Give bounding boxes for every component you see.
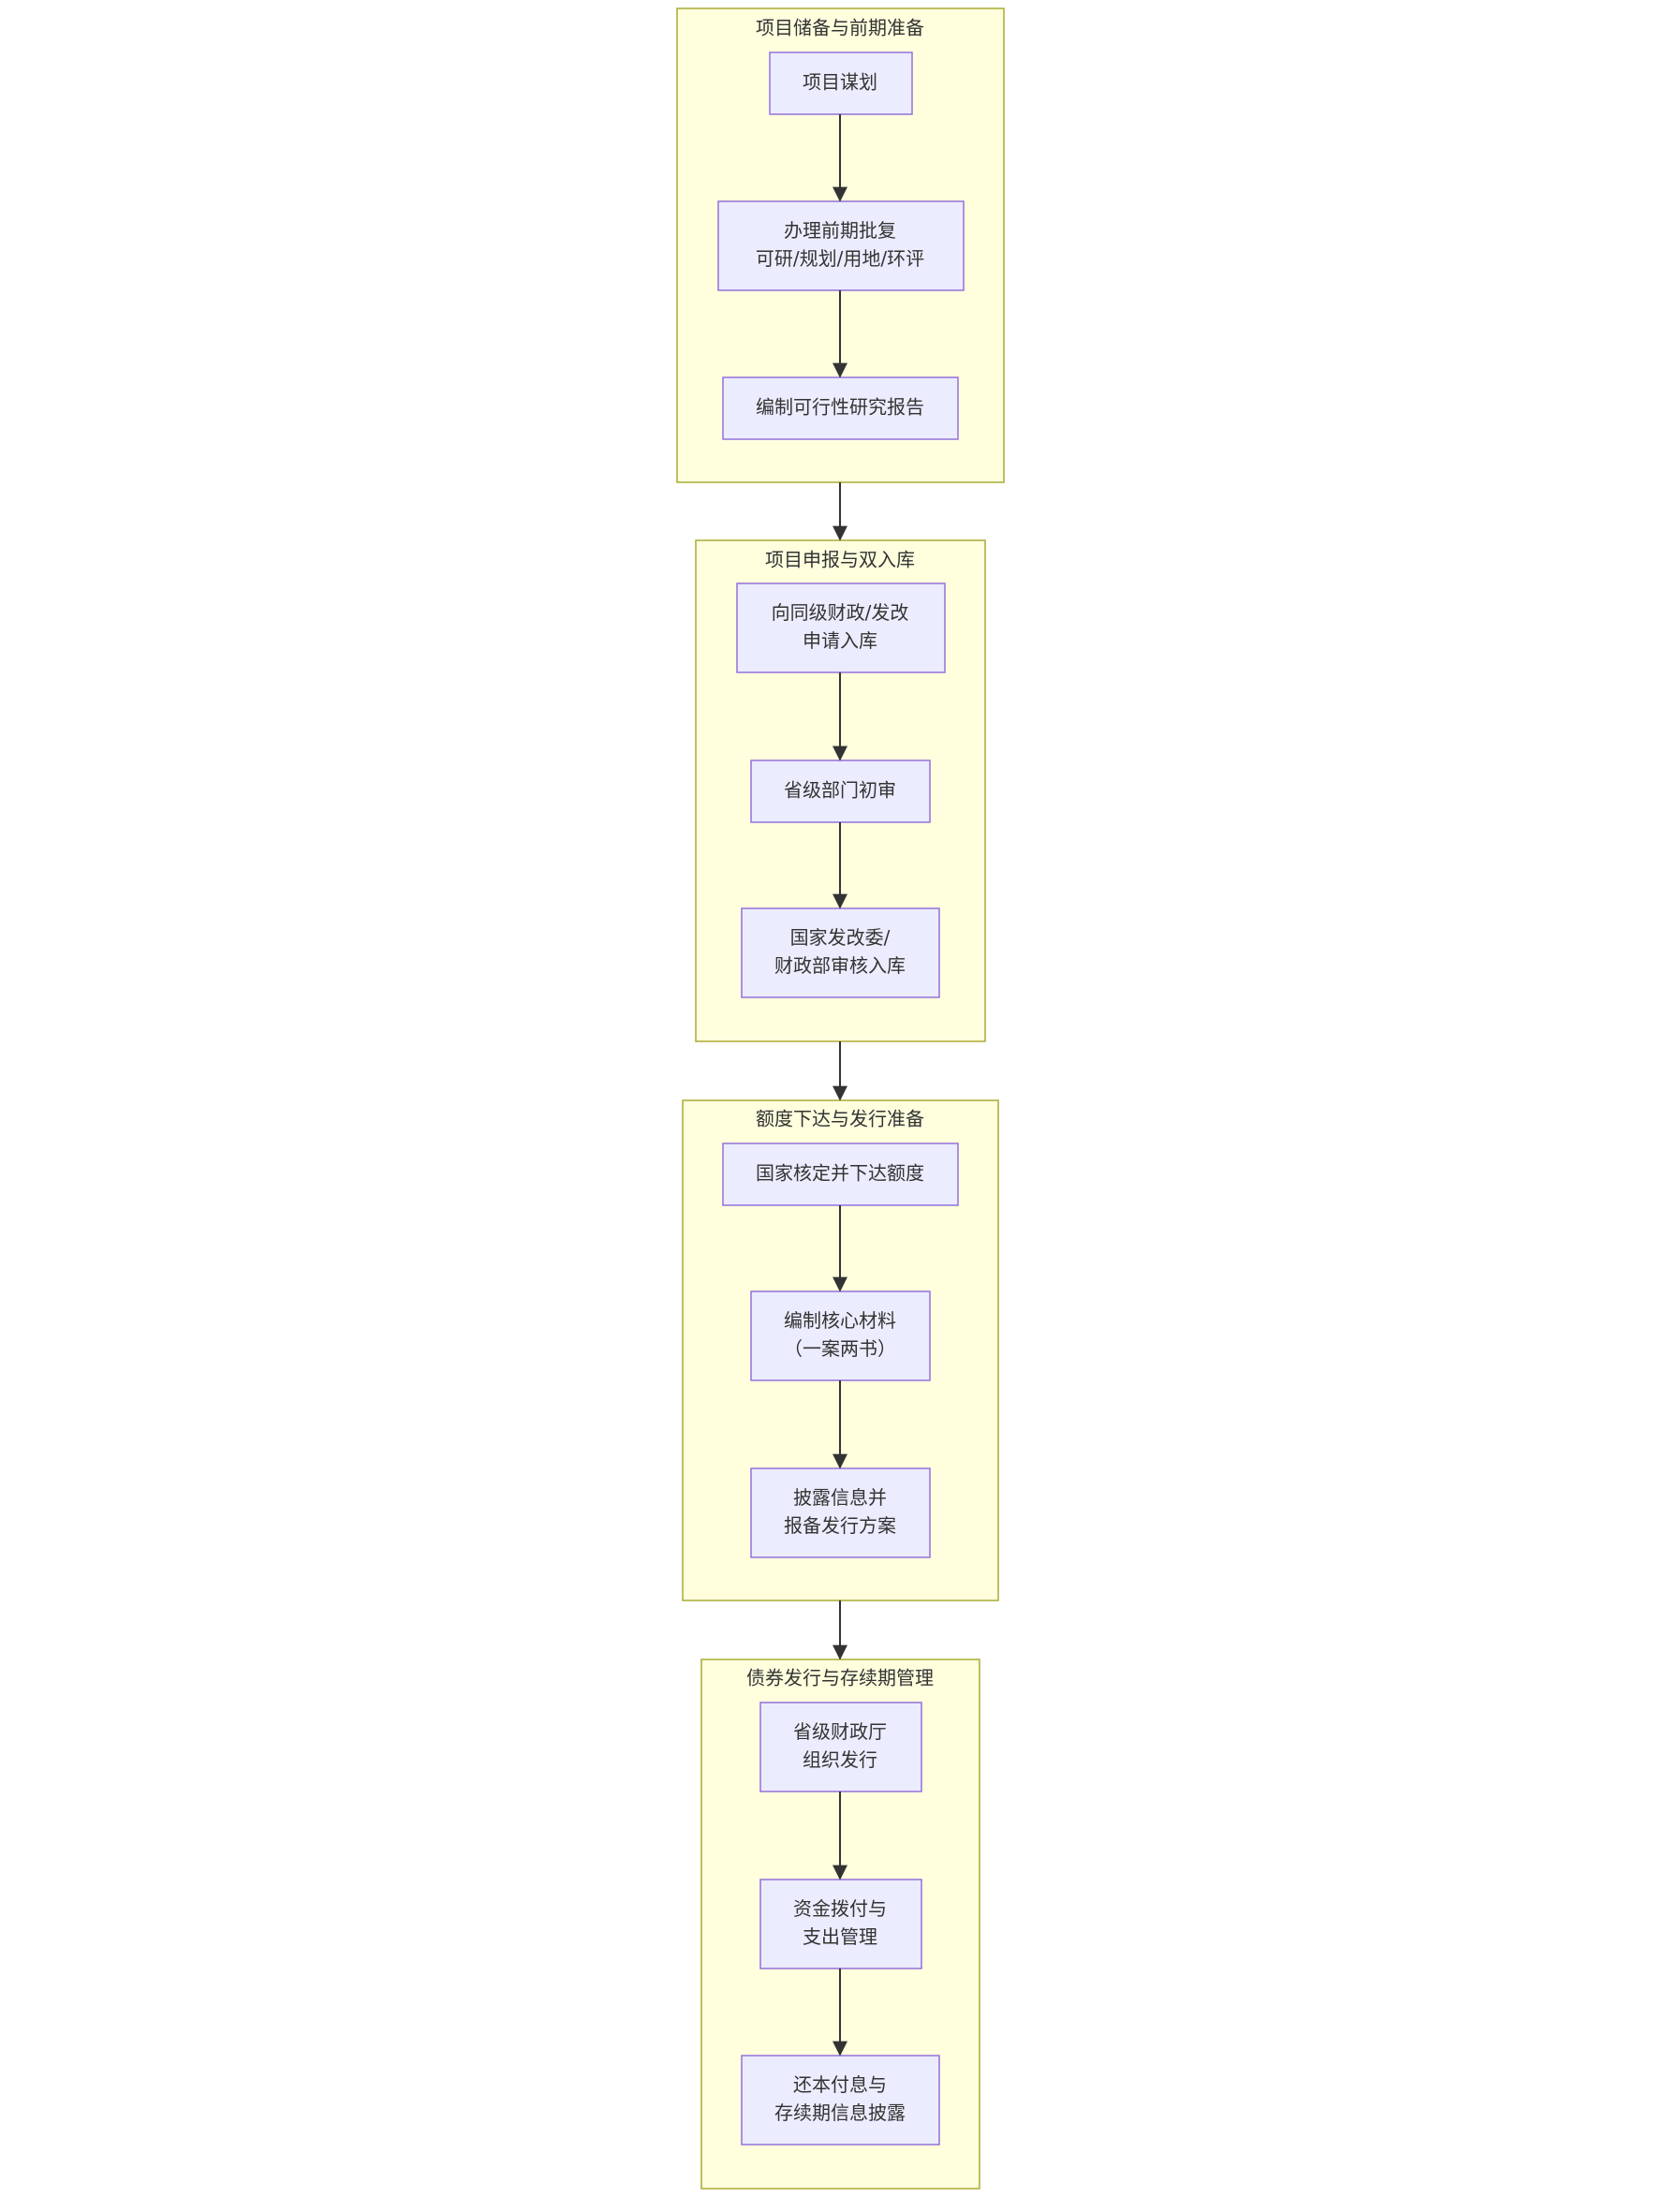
node-label: 组织发行 — [803, 1748, 877, 1771]
node-label: 办理前期批复 — [784, 219, 896, 242]
node-label: 披露信息并 — [793, 1486, 887, 1509]
cluster-title: 额度下达与发行准备 — [756, 1108, 924, 1130]
node-label: 编制核心材料 — [784, 1309, 896, 1332]
node-label: 向同级财政/发改 — [772, 601, 909, 624]
node-label: 财政部审核入库 — [774, 954, 906, 977]
flow-node: 省级部门初审 — [750, 759, 931, 823]
node-label: 可研/规划/用地/环评 — [756, 247, 924, 270]
flow-node: 国家发改委/财政部审核入库 — [741, 907, 940, 998]
flow-node: 项目谋划 — [769, 52, 913, 115]
node-box — [750, 759, 931, 823]
node-label: 国家发改委/ — [790, 926, 891, 949]
flow-node: 编制核心材料 （一案两书） — [750, 1290, 931, 1381]
node-box — [759, 1879, 922, 1969]
flow-node: 编制可行性研究报告 — [722, 376, 959, 440]
node-box — [741, 907, 940, 998]
node-label: 省级财政厅 — [793, 1720, 887, 1743]
node-box — [769, 52, 913, 115]
node-box — [750, 1290, 931, 1381]
node-label: 省级部门初审 — [784, 779, 896, 802]
node-label: （一案两书） — [784, 1337, 896, 1360]
node-box — [736, 582, 946, 673]
node-box — [717, 200, 965, 291]
node-label: 资金拨付与 — [793, 1897, 887, 1920]
node-box — [741, 2055, 940, 2145]
node-label: 报备发行方案 — [784, 1514, 896, 1537]
node-box — [722, 1143, 959, 1206]
node-label: 编制可行性研究报告 — [756, 396, 924, 419]
cluster-title: 项目申报与双入库 — [765, 549, 915, 571]
clusters: 项目储备与前期准备项目谋划办理前期批复可研/规划/用地/环评编制可行性研究报告项… — [676, 7, 1005, 2190]
node-box — [750, 1467, 931, 1558]
node-label: 还本付息与 — [793, 2073, 887, 2096]
node-label: 项目谋划 — [803, 71, 877, 94]
node-box — [759, 1702, 922, 1792]
flow-node: 国家核定并下达额度 — [722, 1143, 959, 1206]
node-label: 支出管理 — [803, 1925, 877, 1948]
cluster-title: 债券发行与存续期管理 — [746, 1667, 934, 1689]
node-label: 申请入库 — [803, 629, 877, 652]
node-label: 存续期信息披露 — [774, 2101, 906, 2124]
cluster-title: 项目储备与前期准备 — [756, 17, 924, 39]
node-label: 国家核定并下达额度 — [756, 1162, 924, 1185]
